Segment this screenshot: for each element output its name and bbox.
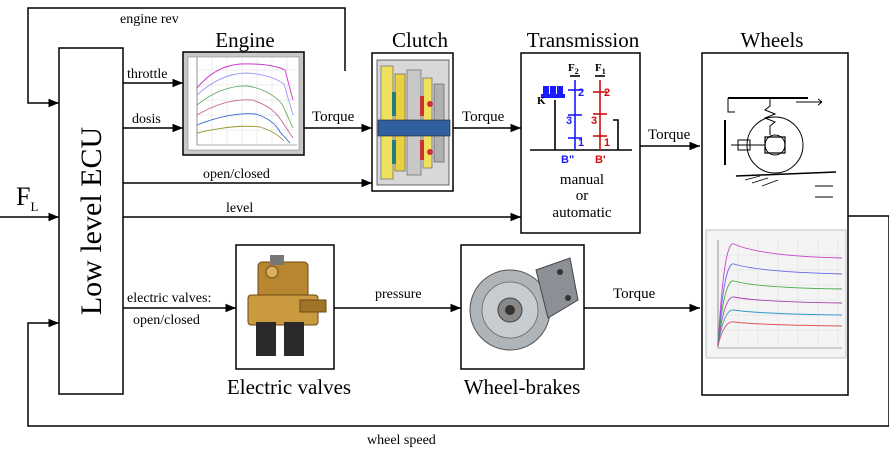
svg-text:2: 2 xyxy=(604,87,610,99)
engine-rev-line xyxy=(27,7,346,108)
transmission-caption-3: automatic xyxy=(552,205,611,221)
engine-block xyxy=(182,51,305,156)
wheels-block xyxy=(701,52,849,396)
svg-text:2: 2 xyxy=(578,87,584,99)
wheel-model-sketch xyxy=(724,97,837,198)
svg-text:3: 3 xyxy=(566,115,572,127)
dosis-label: dosis xyxy=(132,112,161,127)
level-label: level xyxy=(226,201,253,216)
torque-clutch-trans-label: Torque xyxy=(462,109,505,125)
engine-rev-label: engine rev xyxy=(120,12,179,27)
svg-text:1: 1 xyxy=(604,137,610,149)
electric-valves-block xyxy=(235,244,335,370)
wheel-speed-line xyxy=(27,215,889,427)
wheel-brakes-title: Wheel-brakes xyxy=(464,375,581,399)
transmission-caption-2: or xyxy=(576,188,589,204)
electric-valves-title: Electric valves xyxy=(227,375,351,399)
ecu-label: Low level ECU xyxy=(75,127,108,316)
fl-label: FL xyxy=(16,182,38,214)
ecu-block xyxy=(58,47,124,395)
transmission-caption-1: manual xyxy=(560,172,604,188)
wheel-speed-label: wheel speed xyxy=(367,433,436,448)
torque-engine-clutch-label: Torque xyxy=(312,109,355,125)
pressure-label: pressure xyxy=(375,287,422,302)
torque-trans-wheels-label: Torque xyxy=(648,127,691,143)
svg-text:3: 3 xyxy=(591,115,597,127)
open-closed-label: open/closed xyxy=(203,167,270,182)
transmission-block: K F2 F1 2 3 1 2 3 1 B" B' manual or auto… xyxy=(520,52,641,234)
transmission-title: Transmission xyxy=(527,28,640,52)
svg-text:B': B' xyxy=(595,154,606,166)
svg-text:B": B" xyxy=(561,154,574,166)
clutch-block xyxy=(371,52,454,192)
electric-valves-signal-line2: open/closed xyxy=(133,313,200,328)
svg-text:F1: F1 xyxy=(595,62,606,76)
wheel-torque-plot xyxy=(705,229,847,359)
engine-title: Engine xyxy=(215,28,274,52)
wheel-brakes-block xyxy=(460,244,585,370)
clutch-title: Clutch xyxy=(392,28,448,52)
svg-text:K: K xyxy=(537,95,546,107)
svg-text:F2: F2 xyxy=(568,62,579,76)
torque-brakes-wheels-label: Torque xyxy=(613,286,656,302)
wheels-title: Wheels xyxy=(741,28,804,52)
svg-text:1: 1 xyxy=(578,137,584,149)
throttle-label: throttle xyxy=(127,67,167,82)
electric-valves-signal-line1: electric valves: xyxy=(127,291,211,306)
